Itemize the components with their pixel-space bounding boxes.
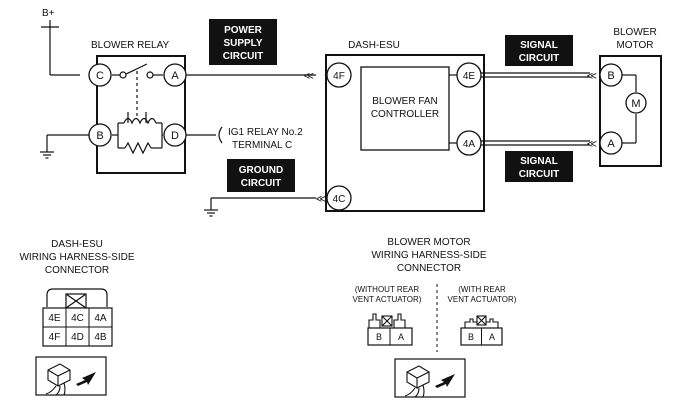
svg-text:CIRCUIT: CIRCUIT	[241, 178, 282, 189]
dash-connector-title-line1: DASH-ESU	[51, 239, 103, 250]
svg-text:D: D	[171, 130, 179, 142]
connector-mark-4f: ≪	[304, 71, 314, 82]
with-rear-label-line2: VENT ACTUATOR)	[448, 295, 517, 304]
dash-connector-pin-grid: 4E 4C 4A 4F 4D 4B	[42, 307, 113, 347]
svg-text:4A: 4A	[463, 139, 476, 150]
ground-symbol-relay	[40, 134, 89, 159]
motor-connector-title-line2: WIRING HARNESS-SIDE	[371, 250, 486, 261]
pin-b-right: B	[468, 332, 474, 342]
harness-connector-arrow-icon	[35, 356, 107, 396]
pin-4d: 4D	[71, 332, 84, 343]
signal-wire-4e-b	[481, 72, 590, 78]
svg-text:4E: 4E	[463, 71, 476, 82]
ig1-note-line1: IG1 RELAY No.2	[228, 127, 303, 138]
dash-connector-title-line3: CONNECTOR	[45, 265, 109, 276]
svg-text:B: B	[96, 130, 103, 142]
svg-text:CIRCUIT: CIRCUIT	[223, 51, 264, 62]
connector-mark-motor-b: ≪	[587, 71, 597, 82]
motor-terminal-a: A	[599, 131, 623, 155]
pin-4c: 4C	[71, 313, 84, 324]
svg-text:SIGNAL: SIGNAL	[520, 40, 558, 51]
ig1-note-line2: TERMINAL C	[232, 140, 292, 151]
esu-terminal-4c: 4C	[326, 185, 352, 211]
connector-mark-4c: ≪	[316, 194, 326, 205]
esu-terminal-4e: 4E	[456, 62, 482, 88]
without-rear-label-line1: (WITHOUT REAR	[355, 285, 420, 294]
svg-text:M: M	[631, 98, 640, 110]
pin-a-left: A	[398, 332, 404, 342]
pin-b-left: B	[376, 332, 382, 342]
svg-text:C: C	[96, 70, 104, 82]
ig1-wire	[186, 126, 223, 144]
controller-label-line1: BLOWER FAN	[372, 96, 438, 107]
svg-text:GROUND: GROUND	[239, 165, 283, 176]
signal-circuit-label-bottom: SIGNAL CIRCUIT	[505, 151, 573, 182]
svg-text:A: A	[171, 70, 179, 82]
svg-text:SIGNAL: SIGNAL	[520, 156, 558, 167]
pin-4b: 4B	[94, 332, 107, 343]
ground-symbol-esu	[204, 197, 316, 217]
svg-text:B: B	[607, 70, 614, 82]
ground-circuit-label: GROUND CIRCUIT	[227, 159, 295, 192]
motor-terminal-b: B	[599, 63, 623, 87]
svg-text:4F: 4F	[333, 71, 345, 82]
motor-connector-title-line3: CONNECTOR	[397, 263, 461, 274]
relay-terminal-c: C	[88, 63, 112, 87]
pin-4a: 4A	[94, 313, 107, 324]
motor-connector-title-line1: BLOWER MOTOR	[387, 237, 470, 248]
svg-text:CIRCUIT: CIRCUIT	[519, 169, 560, 180]
blower-fan-controller-box	[360, 66, 450, 151]
power-supply-circuit-label: POWER SUPPLY CIRCUIT	[209, 19, 277, 65]
relay-box	[96, 55, 186, 174]
pin-a-right: A	[489, 332, 495, 342]
pin-4e: 4E	[48, 313, 61, 324]
harness-connector-arrow-icon	[394, 358, 466, 398]
dash-connector-title-line2: WIRING HARNESS-SIDE	[19, 252, 134, 263]
relay-terminal-d: D	[163, 123, 187, 147]
relay-internals	[112, 63, 163, 155]
connector-mark-motor-a: ≪	[587, 139, 597, 150]
motor-connector-with-rear: B A	[460, 315, 503, 346]
dash-connector-shell	[46, 288, 108, 309]
signal-wire-4a-a	[481, 140, 590, 146]
svg-text:4C: 4C	[333, 194, 346, 205]
dash-esu-title: DASH-ESU	[348, 40, 400, 51]
relay-terminal-b: B	[88, 123, 112, 147]
motor-symbol: M	[625, 92, 647, 114]
relay-terminal-a: A	[163, 63, 187, 87]
with-rear-label-line1: (WITH REAR	[458, 285, 506, 294]
svg-text:POWER: POWER	[224, 25, 263, 36]
esu-terminal-4f: 4F	[326, 62, 352, 88]
signal-circuit-label-top: SIGNAL CIRCUIT	[505, 35, 573, 66]
motor-title-line1: BLOWER	[613, 27, 656, 38]
supply-label: B+	[42, 8, 55, 19]
dash-esu-box	[325, 54, 485, 212]
svg-text:SUPPLY: SUPPLY	[223, 38, 262, 49]
controller-label-line2: CONTROLLER	[371, 109, 439, 120]
svg-text:A: A	[607, 138, 615, 150]
motor-box	[599, 55, 662, 167]
relay-title: BLOWER RELAY	[91, 40, 169, 51]
svg-text:CIRCUIT: CIRCUIT	[519, 53, 560, 64]
esu-terminal-4a: 4A	[456, 130, 482, 156]
motor-connector-without-rear: B A	[367, 313, 413, 346]
motor-title-line2: MOTOR	[616, 40, 653, 51]
motor-internal-wiring	[621, 74, 637, 144]
supply-terminal	[41, 20, 80, 76]
without-rear-label-line2: VENT ACTUATOR)	[353, 295, 422, 304]
pin-4f: 4F	[49, 332, 61, 343]
